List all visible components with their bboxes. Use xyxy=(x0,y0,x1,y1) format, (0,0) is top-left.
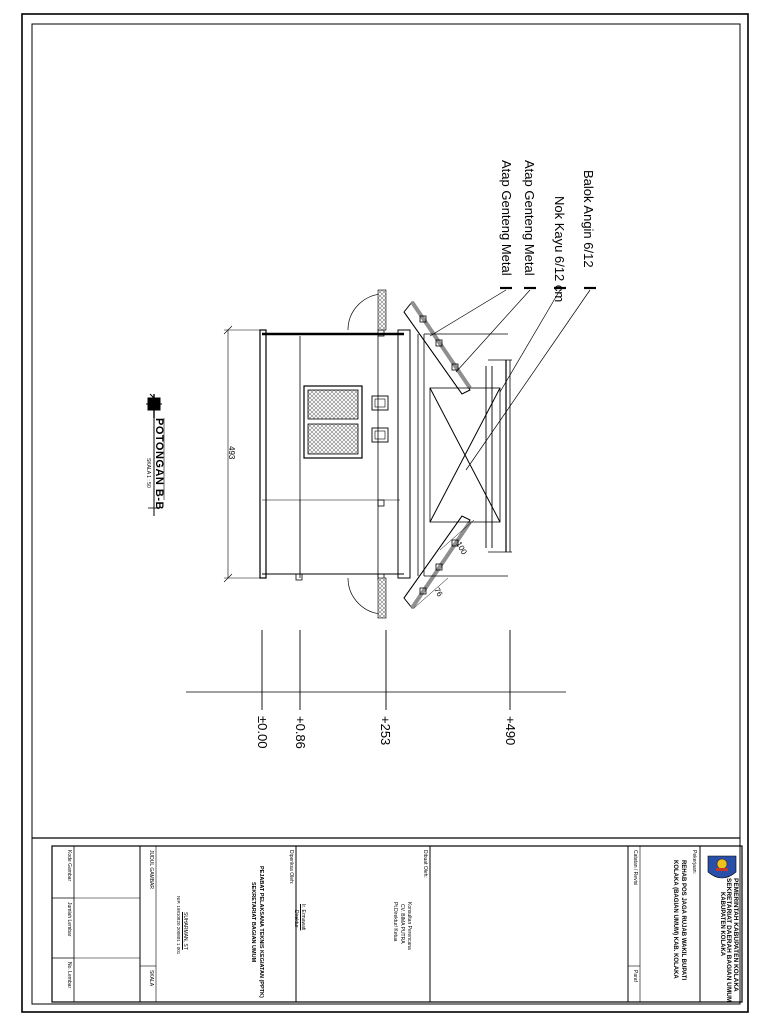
skala-label: SKALA xyxy=(148,970,154,987)
title-block xyxy=(51,845,743,1003)
section-scale: SKALA 1 : 50 xyxy=(145,458,151,488)
level-label-1: +0.86 xyxy=(293,716,308,749)
kolaka-emblem xyxy=(707,855,737,879)
org-line1: PEMERINTAH KABUPATEN KOLAKA xyxy=(732,878,739,992)
judul-label: JUDUL GAMBAR xyxy=(148,850,154,889)
level-label-3: +490 xyxy=(503,716,518,746)
catatan-label: Catatan / Revisi xyxy=(632,850,638,886)
org-line3: KABUPATEN KOLAKA xyxy=(719,892,725,957)
dimension-width-label: 493 xyxy=(227,446,236,460)
pptk-nip: NIP. 19810820 200801 1 001 xyxy=(176,896,181,955)
paraf-label: Paraf xyxy=(632,970,638,982)
jumlah-label: Jumlah Lembar xyxy=(66,902,72,937)
roof-structure xyxy=(403,300,512,610)
pptk-line1: PEJABAT PELAKSANA TEKNIS KEGIATAN (PPTK) xyxy=(258,866,264,998)
label-leaders xyxy=(429,286,596,471)
section-drawing xyxy=(146,286,596,710)
section-title: POTONGAN B-B xyxy=(153,418,165,510)
project-line2: KOLAKA (BAGIAN UMUM) KAB. KOLAKA xyxy=(672,860,678,979)
dibuat-line1: Konsultan Perencana xyxy=(406,902,412,950)
vent-lower xyxy=(371,427,389,443)
label-atap-genteng-2: Atap Genteng Metal xyxy=(499,160,514,276)
dibuat-line3: Pt.Direktur/ Ketua xyxy=(392,902,398,942)
project-line1: REHAB POS JAGA RUJAB WAKIL BUPATI xyxy=(680,860,686,981)
pptk-line2: SEKRETARIAT BAGIAN UMUM xyxy=(250,882,256,963)
pekerjaan-label: Pekerjaan: xyxy=(691,850,697,874)
floor-slab xyxy=(259,329,267,579)
org-line2: SEKRETARIAT DAERAH BAGIAN UMUM xyxy=(725,878,732,1003)
level-label-2: +253 xyxy=(378,716,393,746)
section-marker xyxy=(146,393,165,516)
vent-upper xyxy=(371,395,389,411)
label-atap-genteng-1: Atap Genteng Metal xyxy=(522,160,537,276)
label-nok-kayu: Nok Kayu 6/12 cm xyxy=(552,196,567,303)
ring-balk xyxy=(397,329,411,579)
no-label: No. Lembar xyxy=(66,962,72,989)
diperiksa-role: Direktur xyxy=(293,910,299,928)
diperiksa-name: Ir. Ermawati xyxy=(300,904,306,931)
label-balok-angin: Balok Angin 6/12 xyxy=(581,170,596,268)
dibuat-line2: CV. BIMA PUTRA xyxy=(399,904,405,944)
pptk-name: SUHARMAN, ST xyxy=(182,912,188,950)
sheet-border-inner xyxy=(31,23,741,1005)
level-label-0: ±0.00 xyxy=(255,716,270,749)
diperiksa-label: Diperiksa Oleh: xyxy=(288,850,294,885)
sheet-border-outer xyxy=(21,13,749,1013)
window-glass xyxy=(303,385,363,459)
dibuat-label: Dibuat Oleh: xyxy=(422,850,428,878)
kode-label: Kode Gambar xyxy=(66,850,72,882)
